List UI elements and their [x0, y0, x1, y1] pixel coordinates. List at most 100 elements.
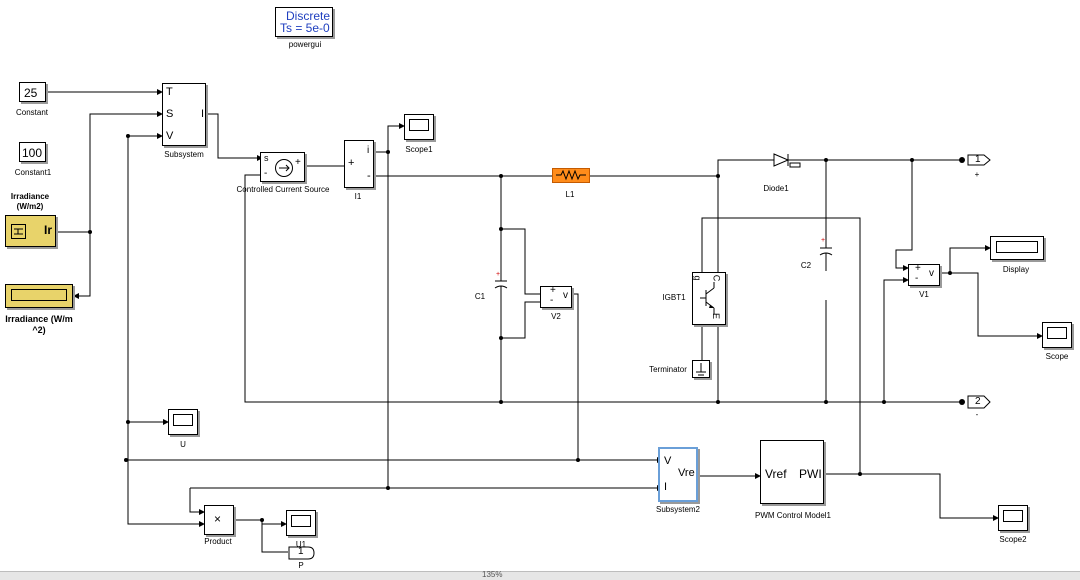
subsystem-port-i: I — [201, 108, 205, 120]
outport-icon — [288, 546, 315, 560]
product-operator: × — [214, 512, 222, 526]
u1-scope-block[interactable] — [286, 510, 316, 536]
subsystem-label: Subsystem — [164, 150, 204, 159]
outport-p-num: 1 — [298, 546, 304, 557]
v1-plus: + — [915, 263, 921, 274]
igbt1-block[interactable]: g C E — [692, 272, 726, 325]
irradiance-in-port: Ir — [44, 223, 53, 237]
current-source-icon — [275, 159, 293, 177]
c2-label: C2 — [800, 261, 812, 270]
outport-minus-sign: - — [975, 410, 979, 419]
svg-text:+: + — [821, 237, 825, 244]
outport-minus-num: 2 — [975, 396, 981, 407]
irradiance-in-title: Irradiance (W/m2) — [10, 192, 50, 211]
v2-block[interactable]: + - v — [540, 285, 572, 308]
scope1-label: Scope1 — [405, 145, 433, 154]
constant-block[interactable]: 25 — [19, 82, 46, 102]
v2-v: v — [563, 290, 568, 301]
pwm-port-out: PWI — [799, 467, 822, 481]
outport-minus[interactable]: 2 — [958, 395, 992, 409]
v2-plus: + — [550, 285, 556, 296]
outport-p-label: P — [298, 561, 304, 570]
display-block[interactable] — [990, 236, 1044, 260]
i1-block[interactable]: + i - — [344, 140, 374, 188]
outport-plus-num: 1 — [975, 154, 981, 165]
display-label: Display — [1002, 265, 1030, 274]
capacitor-icon: + — [494, 266, 508, 304]
zoom-level: 135% — [482, 570, 503, 579]
outport-icon — [959, 154, 991, 166]
scope-screen — [1047, 327, 1067, 339]
v1-block[interactable]: + - v — [908, 263, 940, 286]
display-window — [996, 241, 1038, 253]
scope2-screen — [1003, 510, 1023, 522]
diode-icon — [762, 153, 806, 168]
terminator-label: Terminator — [649, 365, 687, 374]
constant-label: Constant — [15, 108, 49, 117]
scope-label: Scope — [1045, 352, 1069, 361]
outport-plus[interactable]: 1 — [958, 154, 992, 168]
u-scope-screen — [173, 414, 193, 426]
constant1-label: Constant1 — [14, 168, 52, 177]
v1-minus: - — [915, 273, 919, 284]
v2-minus: - — [550, 295, 554, 306]
constant1-block[interactable]: 100 — [19, 142, 46, 162]
powergui-line1: Discrete — [286, 9, 331, 23]
ccs-s-label: s — [264, 153, 269, 163]
subsystem2-port-out: Vre — [678, 467, 695, 479]
i1-i: i — [367, 145, 370, 156]
u1-label: U1 — [295, 540, 307, 549]
capacitor-c1-block[interactable]: + — [494, 266, 508, 304]
powergui-line2: Ts = 5e-0 — [280, 21, 330, 35]
capacitor-icon: + — [819, 231, 833, 271]
product-block[interactable]: × — [204, 505, 234, 535]
scope-block[interactable] — [1042, 322, 1072, 348]
outport-icon — [959, 395, 991, 409]
subsystem2-port-v: V — [664, 455, 672, 467]
subsystem-port-s: S — [166, 108, 174, 120]
terminator-block[interactable] — [692, 360, 710, 378]
scope2-block[interactable] — [998, 505, 1028, 531]
u-scope-block[interactable] — [168, 409, 198, 435]
irradiance-input-block[interactable]: Ir — [5, 215, 56, 247]
v1-v: v — [929, 268, 934, 279]
subsystem2-block[interactable]: V I Vre — [658, 447, 698, 502]
irradiance-display-block[interactable] — [5, 284, 73, 308]
pwm-port-in: Vref — [765, 467, 787, 481]
pwm-control-block[interactable]: Vref PWI — [760, 440, 824, 504]
svg-text:+: + — [496, 271, 500, 278]
scope2-label: Scope2 — [999, 535, 1027, 544]
ccs-minus-label: - — [264, 168, 268, 179]
constant-value: 25 — [24, 86, 38, 100]
scope1-block[interactable] — [404, 114, 434, 140]
status-bar: 135% — [0, 570, 1080, 580]
v2-label: V2 — [551, 312, 561, 321]
controlled-current-source-block[interactable]: s - + — [260, 152, 305, 182]
i1-plus: + — [348, 157, 355, 169]
diode1-label: Diode1 — [763, 184, 789, 193]
igbt1-label: IGBT1 — [662, 293, 686, 302]
outport-p[interactable]: 1 — [288, 546, 316, 560]
subsystem2-port-i: I — [664, 481, 668, 493]
subsystem2-label: Subsystem2 — [655, 505, 701, 514]
igbt-icon — [700, 282, 715, 314]
diode1-block[interactable] — [762, 152, 806, 170]
subsystem-block[interactable]: T S V I — [162, 83, 206, 146]
scope1-screen — [409, 119, 429, 131]
outport-plus-sign: + — [974, 170, 980, 179]
powergui-label: powergui — [288, 40, 322, 49]
u-label: U — [180, 440, 186, 449]
subsystem-port-t: T — [166, 86, 173, 98]
v1-label: V1 — [919, 290, 929, 299]
ground-icon — [696, 363, 706, 376]
signal-builder-icon — [11, 224, 26, 239]
capacitor-c2-block[interactable]: + — [819, 231, 833, 271]
powergui-block[interactable]: Discrete Ts = 5e-0 — [275, 7, 333, 37]
i1-label: I1 — [354, 192, 362, 201]
constant1-value: 100 — [22, 146, 43, 160]
product-label: Product — [204, 537, 232, 546]
l1-label: L1 — [565, 190, 575, 199]
inductor-l1-block[interactable] — [552, 168, 590, 183]
irradiance-display-window — [11, 289, 67, 301]
